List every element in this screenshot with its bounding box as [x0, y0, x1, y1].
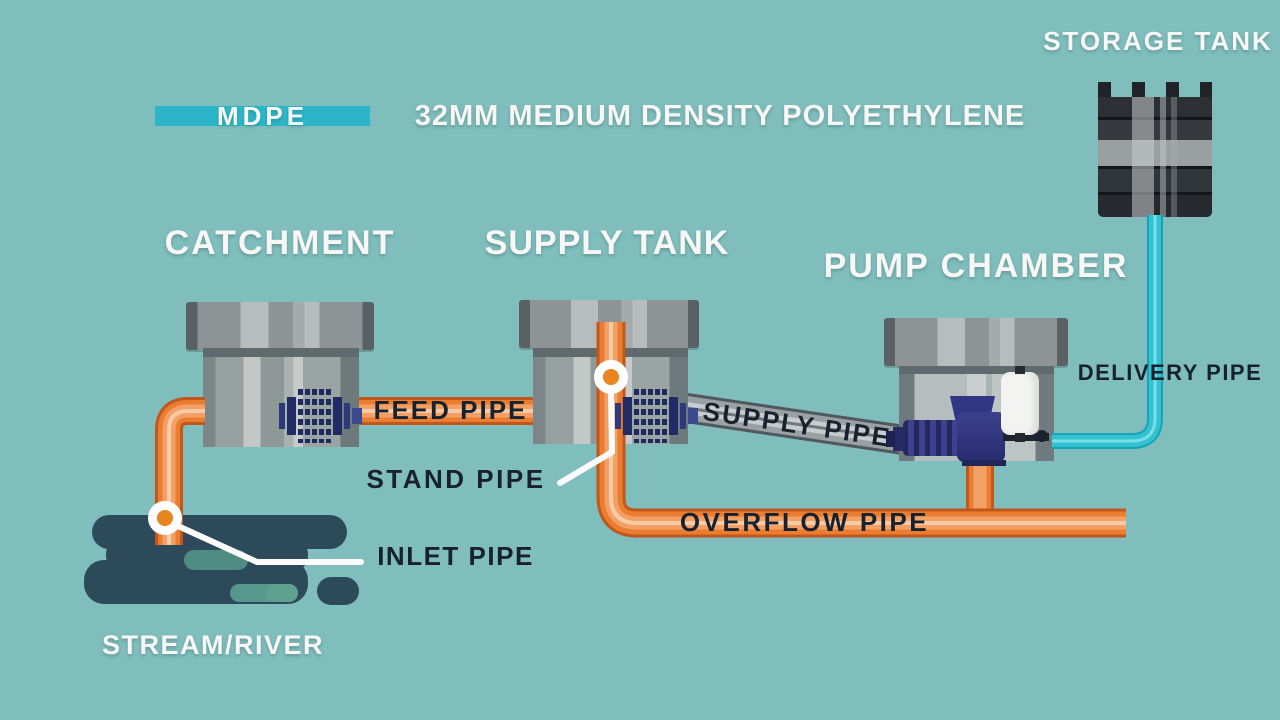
- fitting-stub: [688, 408, 698, 424]
- stream-weed-shape: [184, 550, 248, 570]
- fitting-rib: [312, 389, 317, 443]
- fitting-stub: [344, 403, 350, 429]
- pressure-vessel: [1001, 372, 1039, 435]
- mdpe-label: MDPE: [216, 101, 309, 131]
- fitting-rib: [305, 389, 310, 443]
- pump-chamber-lid: [884, 318, 1068, 366]
- fitting-rib: [655, 389, 660, 443]
- fitting-rib: [641, 389, 646, 443]
- supply-tank-lid: [519, 300, 699, 348]
- fitting-stub: [623, 397, 632, 435]
- inlet-pipe-label: INLET PIPE: [377, 541, 534, 571]
- pump-foot: [962, 460, 1006, 466]
- fitting-stub: [279, 403, 285, 429]
- pressure-vessel-nub: [1015, 433, 1025, 442]
- pump-nose: [893, 427, 905, 451]
- fitting-rib: [662, 389, 667, 443]
- supply-pipe-label: SUPPLY PIPE: [701, 395, 894, 453]
- overflow-pipe-label: OVERFLOW PIPE: [679, 507, 930, 537]
- mdpe-legend-bar: MDPE: [155, 101, 370, 131]
- fitting-stub: [352, 408, 362, 424]
- stream-weed-shape: [266, 584, 298, 602]
- fitting-stub: [680, 403, 686, 429]
- diagram-title: 32MM MEDIUM DENSITY POLYETHYLENE: [414, 100, 1026, 132]
- supply-tank-label: SUPPLY TANK: [484, 224, 730, 262]
- stream-water-blob: [317, 577, 359, 605]
- fitting-rib: [648, 389, 653, 443]
- fitting-stub: [669, 397, 678, 435]
- fitting-stub: [615, 403, 621, 429]
- pressure-vessel-cap: [1015, 366, 1025, 374]
- fitting-stub: [333, 397, 342, 435]
- pump-body: [957, 412, 1005, 462]
- pump-chamber-label: PUMP CHAMBER: [823, 247, 1129, 285]
- storage-tank-body: [1098, 97, 1212, 217]
- catchment-label: CATCHMENT: [164, 224, 396, 262]
- storage-tank-top: [1098, 82, 1212, 99]
- fitting-rib: [319, 389, 324, 443]
- fitting-rib: [326, 389, 331, 443]
- fitting-rib: [634, 389, 639, 443]
- fitting-rib: [298, 389, 303, 443]
- pump-outlet-joint: [1036, 430, 1048, 442]
- stream-river-label: STREAM/RIVER: [101, 630, 325, 660]
- supply-pipe-fitting: [615, 389, 698, 443]
- pump-nose: [886, 431, 895, 447]
- delivery-pipe-label: DELIVERY PIPE: [1077, 360, 1263, 385]
- pump-outlet-shaft: [1003, 433, 1049, 441]
- storage-tank-label: STORAGE TANK: [1043, 26, 1273, 56]
- fitting-stub: [287, 397, 296, 435]
- pump-motor: [903, 420, 961, 456]
- catchment-pipe-fitting: [279, 389, 362, 443]
- catchment-tank-lid: [186, 302, 374, 350]
- feed-pipe-label: FEED PIPE: [373, 395, 528, 425]
- stand-pipe-label: STAND PIPE: [366, 464, 546, 494]
